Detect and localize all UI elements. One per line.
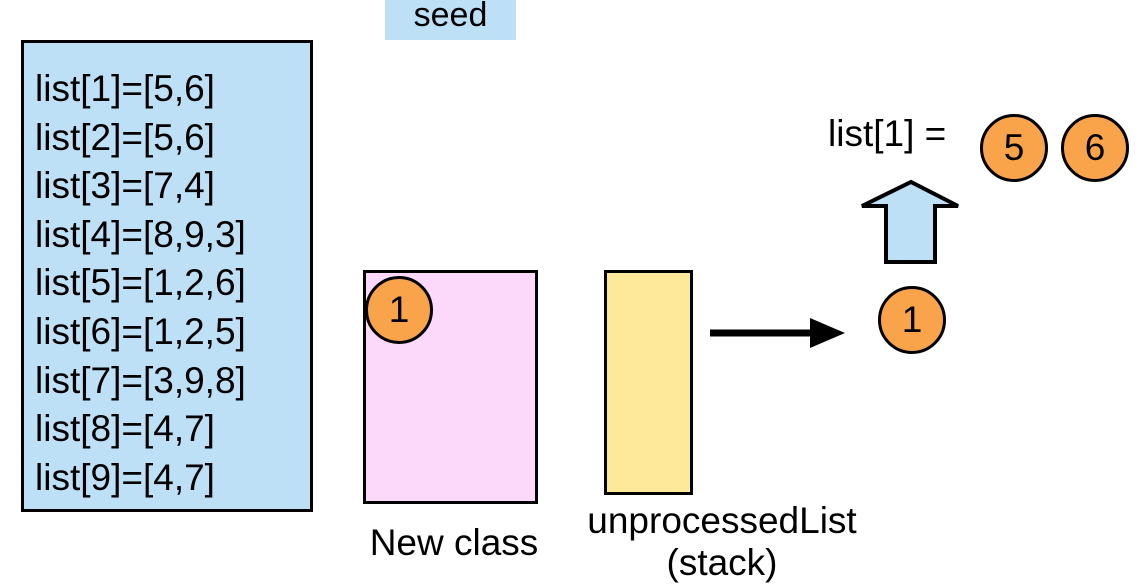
new-class-caption: New class (369, 522, 539, 563)
right-arrow-head (810, 318, 845, 348)
list-entry: list[4]=[8,9,3] (35, 213, 246, 255)
list-entry: list[7]=[3,9,8] (35, 359, 246, 401)
right-arrow (710, 318, 845, 348)
list-entry: list[6]=[1,2,5] (35, 310, 246, 352)
adjacency-list-box: list[1]=[5,6] list[2]=[5,6] list[3]=[7,4… (21, 40, 313, 512)
seed-label: seed (385, 0, 516, 40)
list-entry: list[8]=[4,7] (35, 408, 215, 450)
neighbor-node: 5 (980, 114, 1048, 182)
list-entry: list[2]=[5,6] (35, 116, 215, 158)
neighbor-node: 6 (1061, 114, 1129, 182)
list-entry: list[3]=[7,4] (35, 165, 215, 207)
unprocessed-list-caption: unprocessedList (stack) (572, 500, 872, 584)
popped-node: 1 (878, 286, 946, 354)
unprocessed-list-box (604, 270, 693, 495)
unprocessed-list-caption-line2: (stack) (666, 542, 778, 583)
new-class-node: 1 (365, 276, 433, 344)
up-arrow (861, 179, 959, 264)
list-entry: list[5]=[1,2,6] (35, 262, 246, 304)
neighbors-label: list[1] = (828, 113, 947, 154)
list-entry: list[1]=[5,6] (35, 68, 215, 109)
list-entry: list[9]=[4,7] (35, 456, 215, 498)
unprocessed-list-caption-line1: unprocessedList (587, 500, 857, 541)
